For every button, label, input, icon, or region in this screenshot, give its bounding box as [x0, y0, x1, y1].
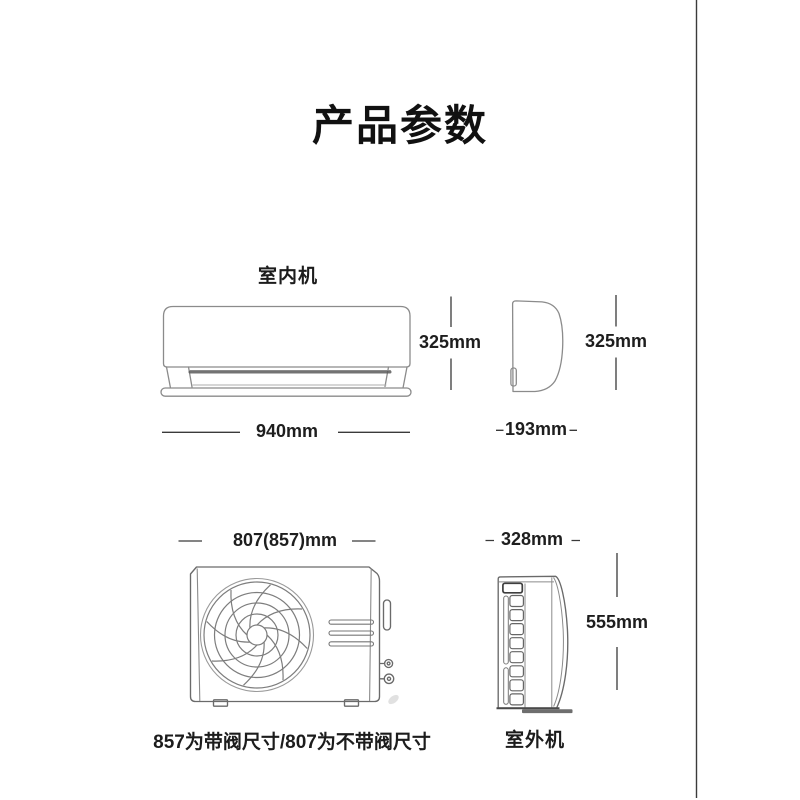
- dim-indoor-front-width: 940mm: [255, 421, 319, 441]
- back-grille-slots: [509, 594, 524, 706]
- outdoor-side-drawing: [496, 575, 573, 714]
- valve-size-footnote: 857为带阀尺寸/807为不带阀尺寸: [153, 732, 431, 753]
- outdoor-front-drawing: [189, 566, 399, 707]
- fan-grille: [199, 577, 315, 693]
- indoor-unit-label: 室内机: [257, 266, 318, 287]
- indoor-front-drawing: [160, 305, 412, 397]
- side-handle: [382, 599, 392, 631]
- dim-indoor-front-height: 325mm: [418, 332, 482, 352]
- indoor-side-drawing: [510, 300, 564, 393]
- dim-outdoor-front-width: 807(857)mm: [232, 530, 338, 550]
- foot: [212, 699, 229, 707]
- dim-indoor-side-height: 325mm: [584, 331, 648, 351]
- refrigerant-valves: [379, 658, 395, 685]
- dim-outdoor-side-depth: 328mm: [500, 529, 564, 549]
- dim-outdoor-side-height: 555mm: [585, 612, 649, 632]
- page-title: 产品参数: [311, 102, 488, 149]
- foot: [343, 699, 360, 707]
- dimension-lines: [162, 295, 618, 690]
- base-plate: [522, 709, 573, 714]
- dim-indoor-side-depth: 193mm: [504, 419, 568, 439]
- shadow: [388, 694, 399, 705]
- outdoor-unit-label: 室外机: [504, 730, 565, 751]
- side-louvers: [328, 619, 375, 647]
